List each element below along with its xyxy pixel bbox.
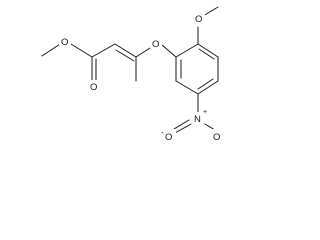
atom-nitro-o-right: O [213, 132, 220, 143]
atom-nitro-n-charge: + [203, 109, 207, 116]
structure-canvas: O O O O N + O - O [0, 0, 224, 153]
bond-ester-o-to-carbonyl [70, 43, 93, 58]
atom-ester-o-double: O [90, 82, 97, 93]
bond-ether-o-to-ring [161, 44, 177, 58]
bond-ring-4 [197, 80, 219, 95]
atom-nitro-o-left: O [165, 132, 172, 143]
bond-ring-inner-2 [197, 78, 214, 90]
atom-labels: O O O O N + O - O [59, 12, 224, 143]
atom-ether-o: O [152, 39, 159, 50]
bond-carbonyl-to-alkene [91, 43, 116, 58]
bond-methoxy-o-to-methyl [202, 6, 219, 17]
bond-lines [41, 6, 221, 134]
atom-methoxy-o: O [195, 14, 202, 25]
bond-ring-5 [175, 80, 199, 95]
bond-nitro-n-to-o-left [174, 123, 192, 134]
bond-alkene-to-ether-o [135, 47, 151, 58]
chemical-structure-diagram: O O O O N + O - O [41, 6, 224, 143]
bond-alkene-double-a [114, 43, 137, 58]
atom-ester-o-single: O [61, 37, 68, 48]
bond-methyl-to-ester-o [41, 43, 61, 57]
atom-nitro-n: N [194, 114, 201, 125]
bond-alkene-double-b [115, 49, 135, 62]
bond-ring-2 [197, 43, 219, 58]
bond-ring-1 [175, 43, 199, 58]
atom-nitro-o-charge: - [161, 128, 164, 137]
bond-ring-inner-1 [198, 48, 215, 60]
bond-nitro-n-to-o-left-double [173, 119, 190, 130]
